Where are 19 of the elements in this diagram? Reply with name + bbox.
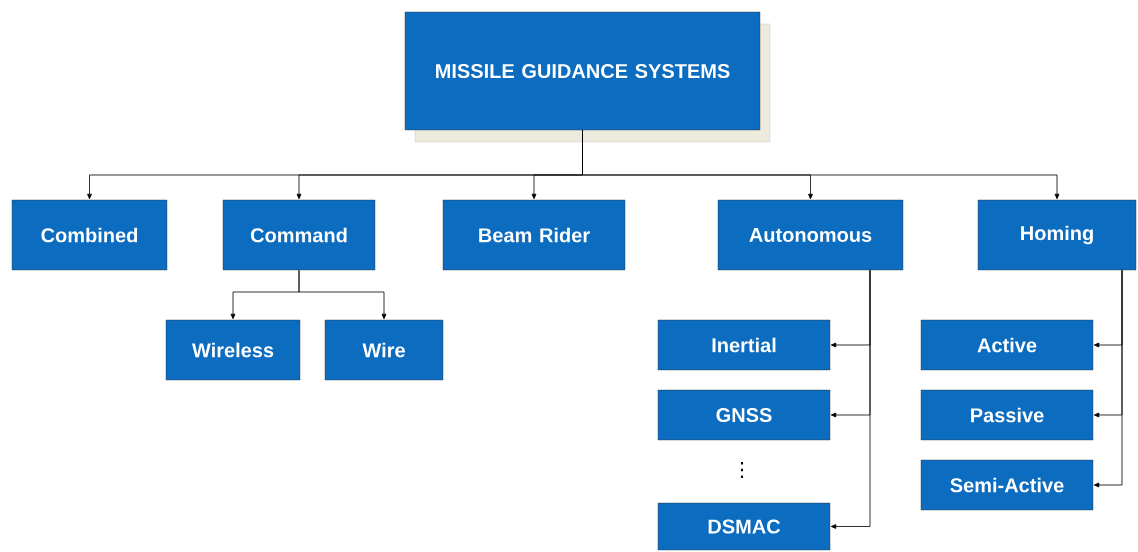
subcategory-box: Active — [920, 319, 1094, 371]
subcategory-box: Wire — [324, 319, 444, 381]
subcategory-box: GNSS — [657, 389, 831, 441]
category-box: Combined — [11, 199, 168, 271]
subcategory-box: Semi-Active — [920, 459, 1094, 511]
connector-arrow — [1093, 269, 1123, 488]
title-box: MISSILE GUIDANCE SYSTEMS — [404, 11, 771, 143]
connector-arrow — [298, 269, 387, 320]
category-box: Command — [222, 199, 376, 271]
connector-arrow — [830, 269, 871, 529]
subcategory-box: DSMAC — [657, 502, 831, 551]
subcategory-box: Passive — [920, 389, 1094, 441]
subcategory-box: Inertial — [657, 319, 831, 371]
subcategory-box: Wireless — [165, 319, 301, 381]
ellipsis: ⋮ — [740, 461, 744, 479]
category-box: Beam Rider — [442, 199, 626, 271]
connector-arrow — [582, 129, 1060, 200]
category-box: Homing — [977, 199, 1137, 271]
category-box: Autonomous — [717, 199, 904, 271]
